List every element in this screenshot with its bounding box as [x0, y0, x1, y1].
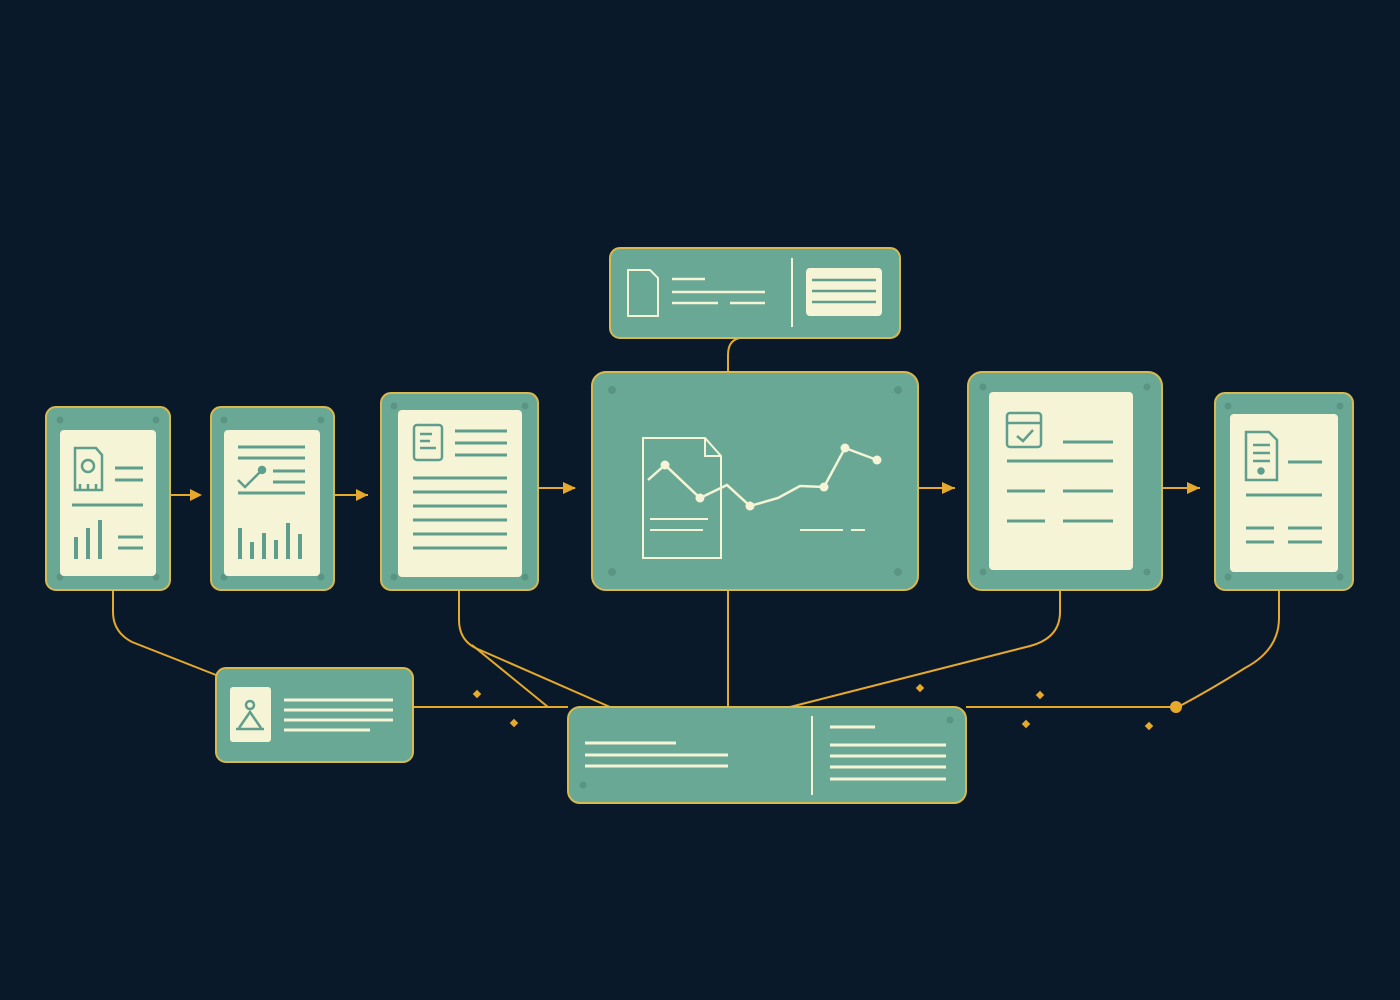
- text-lines: [812, 278, 876, 304]
- sparkle-4: [1035, 690, 1045, 700]
- user-icon: [236, 699, 264, 731]
- file-icon: [627, 269, 659, 317]
- text-lines: [672, 277, 765, 305]
- arrowheads: [190, 482, 1200, 501]
- connector-card6-bus: [1177, 590, 1280, 708]
- corner-dot: [1143, 568, 1151, 576]
- text-lines: [72, 466, 143, 507]
- corner-dot: [1336, 402, 1344, 410]
- corner-dot: [979, 568, 987, 576]
- checkbox-icon: [1005, 411, 1043, 449]
- text-block-icon: [585, 741, 728, 768]
- bar-chart-icon: [238, 523, 302, 559]
- corner-dot: [152, 416, 160, 424]
- corner-dot: [579, 781, 587, 789]
- sparkle-3: [915, 683, 925, 693]
- text-lines: [1007, 440, 1113, 523]
- corner-dot: [1143, 383, 1151, 391]
- text-lines: [830, 725, 946, 781]
- card-validation-report: [210, 406, 335, 591]
- paper-sheet: [224, 430, 320, 576]
- connector-card5-combined: [789, 590, 1061, 708]
- corner-dot: [608, 386, 616, 394]
- card-analytics-dashboard: [591, 371, 919, 591]
- arrowhead-3: [563, 482, 576, 494]
- document-icon: [412, 423, 444, 462]
- card-frame: [591, 371, 919, 591]
- arrowhead-1: [190, 489, 202, 501]
- corner-dot: [317, 573, 325, 581]
- corner-dot: [317, 416, 325, 424]
- arrowhead-4: [942, 482, 955, 494]
- text-lines: [238, 445, 305, 495]
- line-chart-icon: [647, 443, 882, 531]
- corner-dot: [56, 416, 64, 424]
- badge-icon: [1244, 430, 1279, 482]
- sparkle-1: [472, 689, 482, 699]
- corner-dot: [894, 386, 902, 394]
- connector-card3-combined-b: [471, 644, 549, 708]
- file-outline-icon: [642, 437, 722, 559]
- corner-dot: [1224, 402, 1232, 410]
- corner-dot: [946, 716, 954, 724]
- bar-chart-icon: [74, 520, 102, 559]
- corner-dot: [521, 573, 529, 581]
- check-chart-icon: [237, 465, 267, 489]
- arrowhead-5: [1187, 482, 1200, 494]
- arrowhead-2: [356, 489, 368, 501]
- corner-dot: [1224, 573, 1232, 581]
- text-lines: [118, 535, 143, 550]
- text-lines: [284, 698, 393, 732]
- id-badge-icon: [73, 446, 104, 492]
- corner-dot: [521, 402, 529, 410]
- corner-dot: [979, 383, 987, 391]
- card-summary-header: [609, 247, 901, 339]
- card-output-document: [1214, 392, 1354, 591]
- corner-dot: [894, 568, 902, 576]
- card-approved-document: [967, 371, 1163, 591]
- sparkle-5: [1021, 719, 1031, 729]
- card-source-document: [45, 406, 171, 591]
- decorative-sparkles: [472, 683, 1154, 731]
- card-text-document: [380, 392, 539, 591]
- chart-points: [660, 443, 882, 511]
- text-lines: [413, 429, 507, 550]
- corner-dot: [220, 416, 228, 424]
- corner-dot: [608, 568, 616, 576]
- chart-line: [647, 446, 878, 508]
- card-combined-output: [567, 706, 967, 804]
- sparkle-2: [509, 718, 519, 728]
- connector-card1-profile: [112, 590, 217, 676]
- connector-card3-combined-a: [458, 590, 611, 708]
- corner-dot: [1336, 573, 1344, 581]
- sparkle-6: [1144, 721, 1154, 731]
- junction-dot: [1170, 701, 1182, 713]
- connectors: [112, 337, 1280, 708]
- card-profile: [215, 667, 414, 763]
- text-lines: [1246, 460, 1322, 544]
- corner-dot: [390, 402, 398, 410]
- paper-sheet: [989, 392, 1133, 570]
- corner-dot: [390, 573, 398, 581]
